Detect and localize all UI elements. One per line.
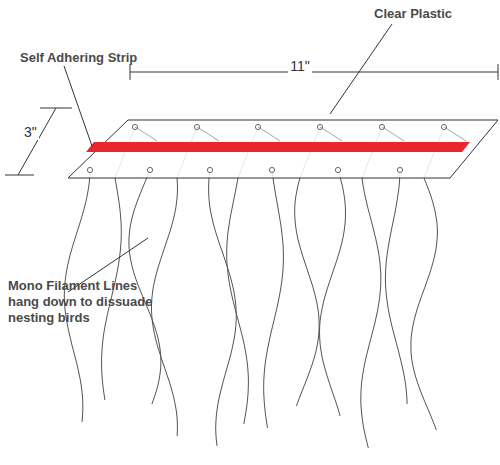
- filament-tie: [258, 127, 280, 141]
- hole: [397, 167, 402, 172]
- mono-filament: [320, 170, 346, 416]
- clear-plastic-plate: [68, 120, 498, 178]
- mono-filament: [385, 170, 407, 404]
- dimension-label: 3": [22, 124, 39, 140]
- mono-filament: [209, 170, 237, 446]
- holes: [87, 124, 446, 172]
- filament-ties: [135, 127, 466, 141]
- filament-tie: [135, 127, 157, 141]
- mono-filament: [264, 170, 284, 428]
- filament-tie: [382, 127, 404, 141]
- filament-tie: [320, 127, 342, 141]
- part-label: Clear Plastic: [374, 6, 452, 22]
- callout-note: Mono Filament Lines hang down to dissuad…: [8, 278, 158, 326]
- hole: [147, 167, 152, 172]
- hole: [335, 167, 340, 172]
- hole: [207, 167, 212, 172]
- hole: [87, 167, 92, 172]
- filament-tie: [444, 127, 466, 141]
- dimension-lines: [5, 64, 498, 175]
- hole: [269, 167, 274, 172]
- dimension-label: 11": [288, 58, 312, 74]
- self-adhering-strip: [86, 142, 470, 152]
- part-label: Self Adhering Strip: [20, 50, 137, 66]
- filament-tie: [197, 127, 219, 141]
